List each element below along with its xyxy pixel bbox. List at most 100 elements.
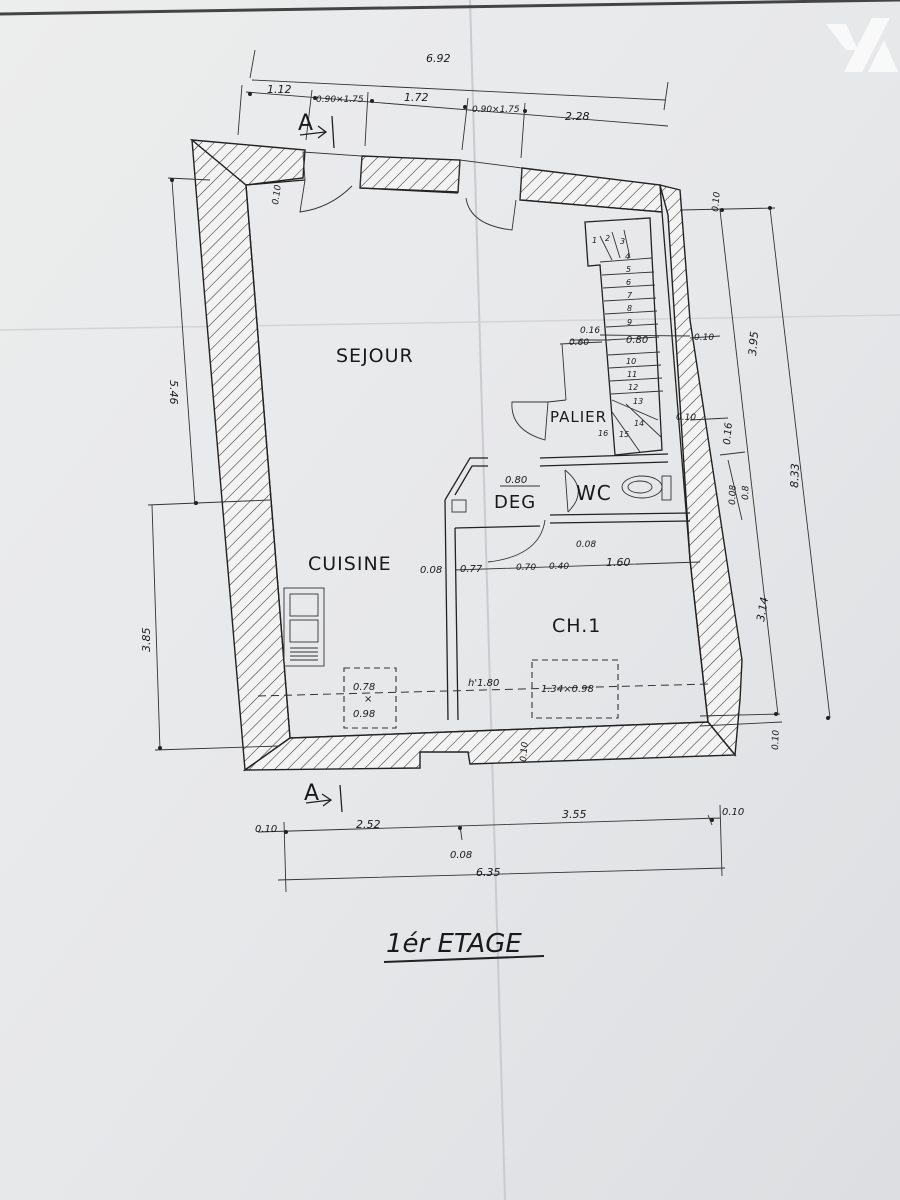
room-label-palier: PALIER <box>550 408 607 426</box>
dim-int-040: 0.40 <box>549 562 569 572</box>
right-dimension-lines <box>679 206 831 727</box>
section-marker-top-label: A <box>298 111 313 136</box>
step-10: 10 <box>626 357 636 366</box>
dim-wall-top-right: 0.10 <box>711 191 723 212</box>
step-11: 11 <box>627 370 637 379</box>
deg-door[interactable] <box>487 519 546 563</box>
dim-bottom-355: 3.55 <box>562 808 587 821</box>
staircase <box>584 217 664 456</box>
top-wall-middle <box>359 155 461 193</box>
step-6: 6 <box>626 278 631 287</box>
palier-door[interactable] <box>511 401 549 441</box>
dim-stair-016: 0.16 <box>580 326 600 336</box>
wc-door[interactable] <box>564 469 579 513</box>
dim-deg-080: 0.80 <box>505 475 527 486</box>
section-marker-top: A <box>298 111 335 149</box>
dim-top-total: 6.92 <box>426 52 451 65</box>
step-9: 9 <box>627 318 632 327</box>
step-2: 2 <box>605 234 610 243</box>
dim-right-total: 8.33 <box>788 463 802 488</box>
dim-bottom-252: 2.52 <box>356 818 381 831</box>
dim-top-2: 1.72 <box>404 91 429 104</box>
step-13: 13 <box>633 397 643 406</box>
dim-top-1: 1.12 <box>267 83 292 96</box>
dim-vent-x: × <box>364 694 372 705</box>
room-label-deg: DEG <box>494 492 536 513</box>
dim-int-160: 1.60 <box>606 556 631 569</box>
plan-title-underline <box>383 955 545 963</box>
kitchen-sink-icon <box>283 587 325 667</box>
stair-step-numbers: 1 2 3 4 5 6 7 8 9 10 11 12 13 14 15 16 <box>592 234 644 439</box>
paper-top-edge <box>0 0 900 16</box>
dim-right-small-b: 0.8 <box>741 485 752 500</box>
step-7: 7 <box>627 291 633 300</box>
dim-bottom-010b: 0.10 <box>722 807 744 818</box>
dim-top-3: 2.28 <box>565 110 590 123</box>
dim-wall-top-left: 0.10 <box>271 184 284 206</box>
left-dimension-lines <box>147 177 281 751</box>
dim-right-small-a: 0.08 <box>728 484 739 505</box>
dim-right-mid: 0.16 <box>722 422 735 445</box>
dim-left-lower: 3.85 <box>140 628 153 653</box>
deg-cupboard-icon <box>451 499 467 513</box>
bedroom-skylight <box>531 659 619 719</box>
step-4: 4 <box>625 252 630 261</box>
dim-right-bottom-wall: 0.10 <box>771 729 782 750</box>
dim-int-008a: 0.08 <box>420 565 442 576</box>
dim-int-008b: 0.08 <box>576 540 596 550</box>
entry-door-left[interactable] <box>299 151 363 213</box>
dim-top-win2: 0.90×1.75 <box>472 105 520 115</box>
section-marker-bottom-label: A <box>304 781 319 806</box>
dim-velux: 1.34×0.98 <box>541 684 594 695</box>
step-15: 15 <box>619 430 629 439</box>
right-wall <box>659 184 743 757</box>
dim-int-077: 0.77 <box>460 564 483 575</box>
room-label-cuisine: CUISINE <box>308 553 392 575</box>
dim-bed-wall: 0.10 <box>519 741 531 762</box>
deg-partitions <box>444 453 691 721</box>
dimension-labels: 6.92 1.12 0.90×1.75 1.72 0.90×1.75 2.28 … <box>140 52 802 879</box>
dim-top-win1: 0.90×1.75 <box>316 95 364 105</box>
step-16: 16 <box>598 429 608 438</box>
step-3: 3 <box>620 237 625 246</box>
kitchen-skylight <box>343 667 397 729</box>
dim-stair-080: 0.80 <box>626 335 648 346</box>
step-14: 14 <box>634 419 644 428</box>
entry-door-right[interactable] <box>457 159 523 231</box>
room-label-ch1: CH.1 <box>552 615 601 637</box>
dim-stair-060: 0.60 <box>569 338 589 348</box>
dim-left-upper: 5.46 <box>167 380 180 405</box>
dim-right-lower: 3.14 <box>754 596 771 622</box>
palier-wall <box>547 341 603 403</box>
dim-bottom-total: 6.35 <box>476 866 501 879</box>
interior-dimension-lines <box>454 334 701 571</box>
dim-bottom-008: 0.08 <box>450 850 472 861</box>
paper-fold-line <box>469 0 506 1200</box>
dim-palier-010: 0.10 <box>676 413 696 423</box>
watermark-logo <box>826 18 898 72</box>
inner-wall-outline <box>245 179 709 739</box>
dim-hauteur: h'1.80 <box>468 678 499 689</box>
dim-stair-010: 0.10 <box>694 333 714 343</box>
paper-fold-line-h <box>0 314 900 331</box>
section-line-h180 <box>257 683 711 697</box>
room-label-wc: WC <box>576 481 612 505</box>
dim-vent-w: 0.78 <box>353 682 375 693</box>
toilet-icon <box>621 475 672 501</box>
dim-right-upper: 3.95 <box>746 331 761 357</box>
room-label-sejour: SEJOUR <box>336 345 414 367</box>
step-5: 5 <box>626 265 631 274</box>
section-marker-bottom: A <box>304 781 343 813</box>
step-1: 1 <box>592 236 597 245</box>
dim-vent-h: 0.98 <box>353 709 375 720</box>
step-12: 12 <box>628 383 638 392</box>
dim-bottom-010a: 0.10 <box>255 824 277 835</box>
bottom-dimension-lines <box>257 804 726 893</box>
top-wall-left <box>189 139 306 186</box>
step-8: 8 <box>627 304 632 313</box>
plan-title: 1ér ETAGE <box>386 929 522 959</box>
dim-int-070: 0.70 <box>516 563 536 573</box>
top-dimension-lines <box>237 49 669 159</box>
